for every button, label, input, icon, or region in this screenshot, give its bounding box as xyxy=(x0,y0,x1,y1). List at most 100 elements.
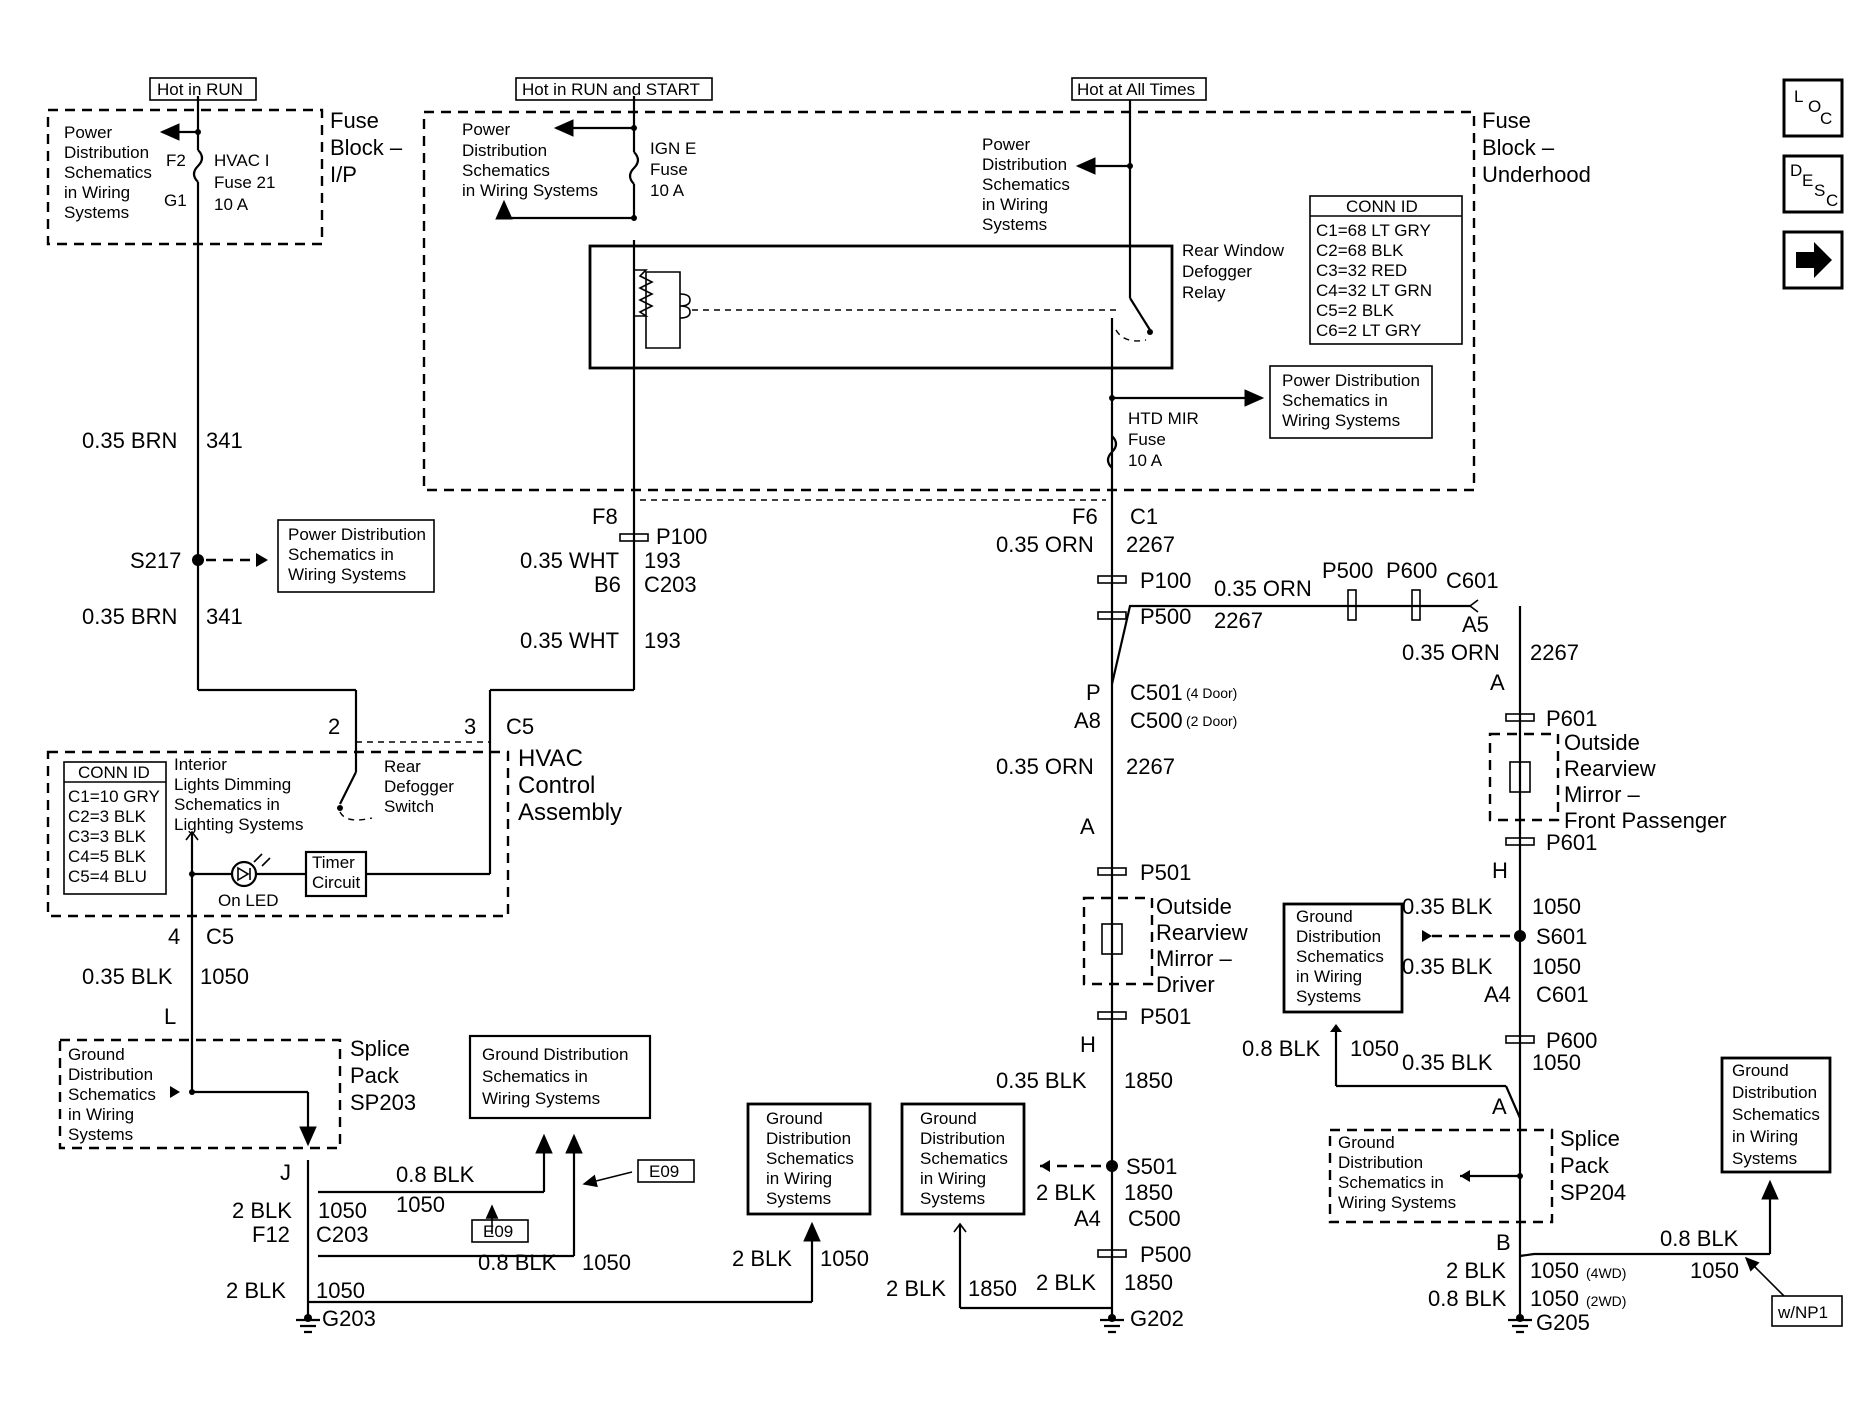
center-wire-5-color: 2 BLK xyxy=(1036,1180,1096,1205)
sp203-wire-d-color: 2 BLK xyxy=(226,1278,286,1303)
s217-label: S217 xyxy=(130,548,181,573)
svg-text:Defogger: Defogger xyxy=(1182,262,1252,281)
hvac-pin-3: 3 xyxy=(464,714,476,739)
center-wire-1-color: 0.35 ORN xyxy=(996,532,1094,557)
center-wire-3-color: 0.35 ORN xyxy=(996,754,1094,779)
right-h-label: H xyxy=(1492,858,1508,883)
center-wire-5-circuit: 1850 xyxy=(1124,1180,1173,1205)
svg-text:Fuse 21: Fuse 21 xyxy=(214,173,275,192)
s601-label: S601 xyxy=(1536,924,1587,949)
underhood-conn-id-list: C1=68 LT GRY C2=68 BLK C3=32 RED C4=32 L… xyxy=(1316,221,1432,340)
sp203-title: Splice Pack SP203 xyxy=(350,1036,416,1115)
svg-text:Assembly: Assembly xyxy=(518,799,622,826)
svg-text:Block –: Block – xyxy=(1482,135,1555,160)
svg-text:Ground Distribution: Ground Distribution xyxy=(482,1045,628,1064)
fuse-block-underhood-title: Fuse Block – Underhood xyxy=(1482,108,1591,187)
svg-text:Fuse: Fuse xyxy=(330,108,379,133)
svg-text:Rear: Rear xyxy=(384,757,421,776)
svg-text:I/P: I/P xyxy=(330,162,357,187)
c1-label: C1 xyxy=(1130,504,1158,529)
svg-text:Systems: Systems xyxy=(1296,987,1361,1006)
svg-text:SP204: SP204 xyxy=(1560,1180,1626,1205)
center-wire-6-color: 2 BLK xyxy=(886,1276,946,1301)
svg-text:Systems: Systems xyxy=(1732,1149,1797,1168)
svg-text:Distribution: Distribution xyxy=(1732,1083,1817,1102)
passenger-mirror-heater-icon xyxy=(1509,761,1531,793)
wire-193-color-1: 0.35 WHT xyxy=(520,548,619,573)
defogger-switch-icon xyxy=(339,771,357,805)
p501-label: P501 xyxy=(1140,860,1191,885)
svg-text:Distribution: Distribution xyxy=(64,143,149,162)
svg-text:in Wiring: in Wiring xyxy=(982,195,1048,214)
svg-text:C4=5 BLK: C4=5 BLK xyxy=(68,847,147,866)
svg-text:Control: Control xyxy=(518,772,595,799)
svg-text:C3=32 RED: C3=32 RED xyxy=(1316,261,1407,280)
svg-text:10 A: 10 A xyxy=(650,181,685,200)
wire-341-circuit-1: 341 xyxy=(206,428,243,453)
svg-text:in Wiring: in Wiring xyxy=(1732,1127,1798,1146)
center-wire-4-color: 0.35 BLK xyxy=(996,1068,1087,1093)
svg-text:Splice: Splice xyxy=(1560,1126,1620,1151)
htd-pd-ref-box xyxy=(1269,365,1433,439)
s217-pd-ref-box xyxy=(277,519,435,593)
svg-text:C2=3 BLK: C2=3 BLK xyxy=(68,807,147,826)
relay-coil-icon xyxy=(679,293,691,319)
loc-button[interactable]: L O C xyxy=(1782,78,1844,138)
center-wire-6-circuit: 1850 xyxy=(968,1276,1017,1301)
svg-text:Systems: Systems xyxy=(64,203,129,222)
hvac-fuse-label: HVAC I Fuse 21 10 A xyxy=(214,151,275,214)
svg-text:Wiring Systems: Wiring Systems xyxy=(288,565,406,584)
hvac-pin-2: 2 xyxy=(328,714,340,739)
right-p600b-label: P600 xyxy=(1546,1028,1597,1053)
timer-circuit-label: Timer Circuit xyxy=(312,853,360,892)
svg-text:Switch: Switch xyxy=(384,797,434,816)
ign-e-fuse-label: IGN E Fuse 10 A xyxy=(650,139,696,200)
center-a4-label: A4 xyxy=(1074,1206,1101,1231)
next-page-button[interactable] xyxy=(1782,230,1844,290)
on-led-label: On LED xyxy=(218,891,278,910)
e09-box-b xyxy=(637,1159,695,1183)
f2-label: F2 xyxy=(166,151,186,170)
sp203-gd-ref: Ground Distribution Schematics in Wiring… xyxy=(68,1045,156,1144)
right-gd-box-2-text: Ground Distribution Schematics in Wiring… xyxy=(1732,1061,1820,1168)
wire-193-color-2: 0.35 WHT xyxy=(520,628,619,653)
svg-text:Distribution: Distribution xyxy=(1296,927,1381,946)
svg-text:in Wiring: in Wiring xyxy=(1296,967,1362,986)
relay-switch-icon xyxy=(1129,297,1151,331)
p100-label: P100 xyxy=(656,524,707,549)
svg-text:HVAC I: HVAC I xyxy=(214,151,269,170)
f12-label: F12 xyxy=(252,1222,290,1247)
svg-text:Distribution: Distribution xyxy=(1338,1153,1423,1172)
s217-pd-ref: Power Distribution Schematics in Wiring … xyxy=(288,525,426,584)
right-wire-4-circuit: 1050 xyxy=(1532,1050,1581,1075)
e09-label-b: E09 xyxy=(649,1162,679,1181)
right-wire-5-circuit: 1050 xyxy=(1350,1036,1399,1061)
resistor-icon xyxy=(634,269,654,317)
g205-label: G205 xyxy=(1536,1310,1590,1335)
center-wire-2-circuit: 2267 xyxy=(1214,608,1263,633)
svg-text:O: O xyxy=(1808,97,1821,116)
sp204-title: Splice Pack SP204 xyxy=(1560,1126,1626,1205)
mid-wire-color: 2 BLK xyxy=(732,1246,792,1271)
svg-text:in Wiring: in Wiring xyxy=(64,183,130,202)
svg-text:Wiring Systems: Wiring Systems xyxy=(482,1089,600,1108)
svg-text:C4=32 LT GRN: C4=32 LT GRN xyxy=(1316,281,1432,300)
desc-button[interactable]: D E S C xyxy=(1782,154,1844,214)
sp203-gd-box-text: Ground Distribution Schematics in Wiring… xyxy=(482,1045,628,1108)
p500-center-connector-icon xyxy=(1097,611,1127,620)
sp203-wire-a-color: 2 BLK xyxy=(232,1198,292,1223)
rear-window-defogger-relay xyxy=(588,244,1174,370)
hvac-c5b-label: C5 xyxy=(206,924,234,949)
htd-mir-fuse-label: HTD MIR Fuse 10 A xyxy=(1128,409,1199,470)
wire-341-color-2: 0.35 BRN xyxy=(82,604,177,629)
svg-text:Distribution: Distribution xyxy=(68,1065,153,1084)
svg-text:C2=68 BLK: C2=68 BLK xyxy=(1316,241,1404,260)
p100-center-connector-icon xyxy=(1097,575,1127,584)
svg-text:Wiring Systems: Wiring Systems xyxy=(1338,1193,1456,1212)
right-wire-6-color: 2 BLK xyxy=(1446,1258,1506,1283)
right-wire-3-color: 0.35 BLK xyxy=(1402,954,1493,979)
right-gd-box-2 xyxy=(1720,1056,1832,1174)
hot-in-run-box xyxy=(149,77,257,101)
center-wire-3-circuit: 2267 xyxy=(1126,754,1175,779)
svg-text:Ground: Ground xyxy=(1732,1061,1789,1080)
